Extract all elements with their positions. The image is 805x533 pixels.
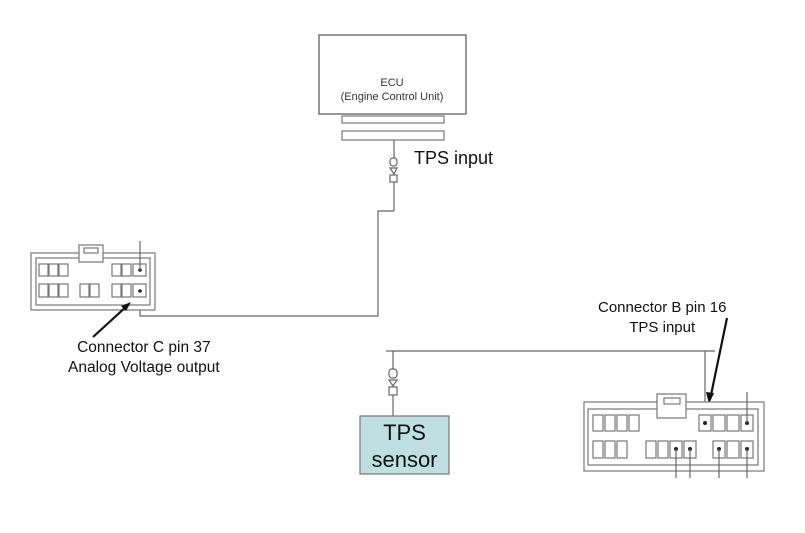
arrow-connector-b [706, 317, 729, 404]
ecu-subtitle: (Engine Control Unit) [340, 91, 444, 103]
ecu-title: ECU [380, 77, 404, 89]
ecu-box [318, 34, 467, 115]
connector-b [583, 393, 765, 472]
sensor-inline-connector [386, 350, 399, 416]
ecu-connector-plate-1 [341, 115, 445, 124]
connector-b-label: Connector B pin 16 TPS input [598, 298, 726, 338]
wire-ecu-to-connector-c [139, 210, 394, 317]
connector-b-label-line2: TPS input [629, 319, 696, 336]
connector-c-label: Connector C pin 37 Analog Voltage output [68, 338, 220, 378]
tps-sensor-box [359, 415, 450, 475]
ecu-connector-plate-2 [341, 130, 445, 141]
connector-b-label-line1: Connector B pin 16 [598, 299, 727, 316]
arrow-connector-c [92, 302, 131, 338]
connector-c-label-line1: Connector C pin 37 [77, 339, 211, 356]
connector-c-pin-37 [138, 289, 142, 293]
ecu-inline-connector [388, 140, 398, 211]
connector-b-wires [675, 392, 748, 478]
connector-b-pin-16 [703, 421, 707, 425]
connector-c-label-line2: Analog Voltage output [68, 359, 220, 376]
ecu-tps-input-label: TPS input [414, 148, 494, 168]
connector-c [30, 244, 156, 311]
tps-sensor-label-line2: sensor [371, 447, 438, 472]
tps-sensor-label: TPS sensor [360, 419, 449, 473]
tps-sensor-label-line1: TPS [383, 420, 426, 445]
ecu-label: ECU (Engine Control Unit) [318, 76, 466, 104]
